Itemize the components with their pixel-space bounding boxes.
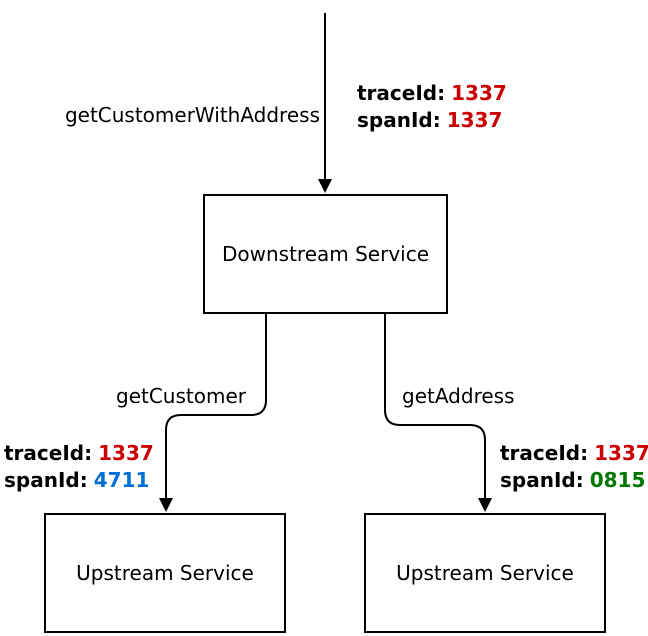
trace-id-key: traceId: — [4, 441, 93, 465]
edge-get-address-arrowhead — [478, 498, 492, 512]
node-downstream-service: Downstream Service — [203, 194, 448, 314]
trace-id-key: traceId: — [500, 441, 589, 465]
edge-get-customer-line — [165, 313, 267, 499]
edge-get-address-line — [384, 313, 486, 499]
span-id-value: 1337 — [446, 108, 503, 132]
trace-id-value: 1337 — [594, 441, 648, 465]
node-upstream-service-left-label: Upstream Service — [76, 561, 254, 585]
span-id-key: spanId: — [4, 468, 88, 492]
span-id-key: spanId: — [357, 108, 441, 132]
edge-label-get-customer-with-address: getCustomerWithAddress — [64, 103, 320, 127]
span-id-value: 0815 — [589, 468, 646, 492]
span-id-value: 4711 — [93, 468, 150, 492]
trace-id-row: traceId:1337 — [4, 440, 154, 467]
span-id-row: spanId:1337 — [357, 107, 507, 134]
edge-label-get-customer: getCustomer — [116, 384, 246, 408]
trace-annotation-root: traceId:1337 spanId:1337 — [357, 80, 507, 134]
span-id-row: spanId:4711 — [4, 467, 154, 494]
span-id-key: spanId: — [500, 468, 584, 492]
trace-id-value: 1337 — [98, 441, 154, 465]
node-upstream-service-right-label: Upstream Service — [396, 561, 574, 585]
trace-id-row: traceId:1337 — [500, 440, 648, 467]
node-upstream-service-left: Upstream Service — [44, 513, 286, 633]
trace-annotation-get-address: traceId:1337 spanId:0815 — [500, 440, 648, 494]
node-upstream-service-right: Upstream Service — [364, 513, 606, 633]
span-id-row: spanId:0815 — [500, 467, 648, 494]
trace-annotation-get-customer: traceId:1337 spanId:4711 — [4, 440, 154, 494]
trace-id-key: traceId: — [357, 81, 446, 105]
trace-id-value: 1337 — [451, 81, 507, 105]
edge-label-get-address: getAddress — [402, 384, 515, 408]
node-downstream-service-label: Downstream Service — [221, 242, 430, 266]
edge-root-arrowhead — [318, 179, 332, 193]
trace-id-row: traceId:1337 — [357, 80, 507, 107]
edge-get-customer-arrowhead — [159, 498, 173, 512]
